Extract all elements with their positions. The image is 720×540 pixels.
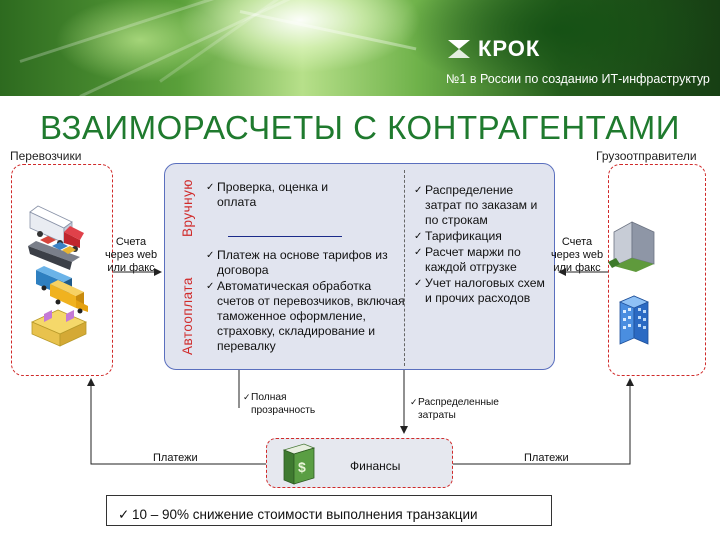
payments-to-shippers-arrow	[453, 380, 630, 464]
office-building-icon	[608, 222, 654, 272]
warehouse-icon	[32, 310, 86, 346]
money-bundle-icon: $	[284, 444, 314, 484]
payments-to-carriers-arrow	[91, 380, 266, 464]
tower-building-icon	[620, 296, 648, 344]
svg-text:$: $	[298, 459, 306, 475]
